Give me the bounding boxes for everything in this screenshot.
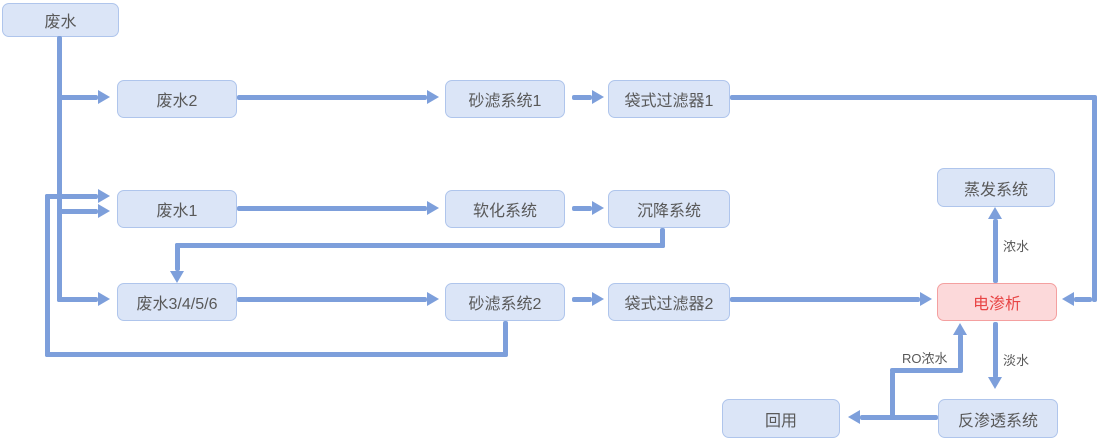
edge-bagfilter1-to-electrodialysis-right-line [1092, 95, 1097, 302]
edge-electrodialysis-to-evaporation-line [993, 219, 998, 283]
edge-wastewater-to-wastewater3456-line [57, 297, 98, 302]
edge-sandfilter2-to-bagfilter2-line [572, 297, 592, 302]
edge-electrodialysis-to-ro-line [993, 322, 998, 378]
arrowhead-ro-concentrate-into-electrodialysis [953, 323, 967, 335]
arrowhead-to-sandfilter2 [427, 292, 439, 306]
node-wastewater-1[interactable]: 废水1 [117, 190, 237, 228]
node-reuse[interactable]: 回用 [722, 399, 840, 438]
edge-ro-concentrate-across-line [890, 368, 963, 373]
edge-sandfilter2-recycle-up-line [45, 194, 50, 357]
edge-ro-to-reuse-line [860, 415, 938, 420]
arrowhead-to-bagfilter1 [592, 90, 604, 104]
node-sand-filter-1[interactable]: 砂滤系统1 [445, 80, 565, 118]
arrowhead-to-wastewater2 [98, 90, 110, 104]
edge-wastewater2-to-sandfilter1-line [237, 95, 427, 100]
edge-sandfilter1-to-bagfilter1-line [572, 95, 592, 100]
node-bag-filter-1[interactable]: 袋式过滤器1 [608, 80, 730, 118]
edge-sedimentation-return-left-line [175, 243, 665, 248]
node-evaporation-system[interactable]: 蒸发系统 [937, 168, 1055, 207]
edge-wastewater-to-wastewater2-line [57, 95, 98, 100]
node-bag-filter-2[interactable]: 袋式过滤器2 [608, 283, 730, 321]
edge-wastewater-to-wastewater1-line [57, 209, 98, 214]
node-wastewater[interactable]: 废水 [2, 3, 119, 37]
arrowhead-into-reverse-osmosis [988, 377, 1002, 389]
edge-bagfilter1-to-electrodialysis-end-line [1074, 297, 1092, 302]
node-wastewater-3456[interactable]: 废水3/4/5/6 [117, 283, 237, 321]
edge-label-fresh-water: 淡水 [1003, 353, 1030, 368]
node-sedimentation-system[interactable]: 沉降系统 [608, 190, 730, 228]
arrowhead-to-sedimentation [592, 201, 604, 215]
node-sand-filter-2[interactable]: 砂滤系统2 [445, 283, 565, 321]
edge-sedimentation-return-drop-line [175, 243, 180, 271]
edge-wastewater1-to-softening-line [237, 206, 427, 211]
edge-ro-concentrate-up-line [890, 371, 895, 420]
arrowhead-to-wastewater3456 [98, 292, 110, 306]
arrowhead-to-bagfilter2 [592, 292, 604, 306]
arrowhead-into-reuse [848, 410, 860, 424]
edge-softening-to-sedimentation-line [572, 206, 592, 211]
edge-ro-concentrate-rise-line [958, 334, 963, 371]
arrowhead-return-into-wastewater3456 [170, 271, 184, 283]
node-reverse-osmosis-system[interactable]: 反渗透系统 [938, 399, 1058, 438]
arrowhead-to-sandfilter1 [427, 90, 439, 104]
arrowhead-recycle-to-wastewater1 [98, 189, 110, 203]
edge-sandfilter2-recycle-bottom-line [45, 352, 508, 357]
edge-label-concentrate: 浓水 [1003, 239, 1030, 254]
arrowhead-to-wastewater1 [98, 204, 110, 218]
edge-label-ro-concentrate: RO浓水 [902, 351, 948, 366]
edge-bagfilter2-to-electrodialysis-line [730, 297, 920, 302]
edge-sandfilter2-recycle-down-line [503, 321, 508, 355]
arrowhead-to-softening [427, 201, 439, 215]
edge-wastewater-trunk-line [57, 36, 62, 302]
node-electrodialysis[interactable]: 电渗析 [937, 283, 1057, 321]
arrowhead-left-into-electrodialysis [920, 292, 932, 306]
edge-bagfilter1-to-electrodialysis-top-line [730, 95, 1095, 100]
node-softening-system[interactable]: 软化系统 [445, 190, 565, 228]
edge-sedimentation-return-down-line [660, 228, 665, 248]
arrowhead-right-into-electrodialysis [1062, 292, 1074, 306]
arrowhead-into-evaporation [988, 207, 1002, 219]
node-wastewater-2[interactable]: 废水2 [117, 80, 237, 118]
edge-sandfilter2-recycle-top-line [45, 194, 98, 199]
edge-wastewater3456-to-sandfilter2-line [237, 297, 427, 302]
